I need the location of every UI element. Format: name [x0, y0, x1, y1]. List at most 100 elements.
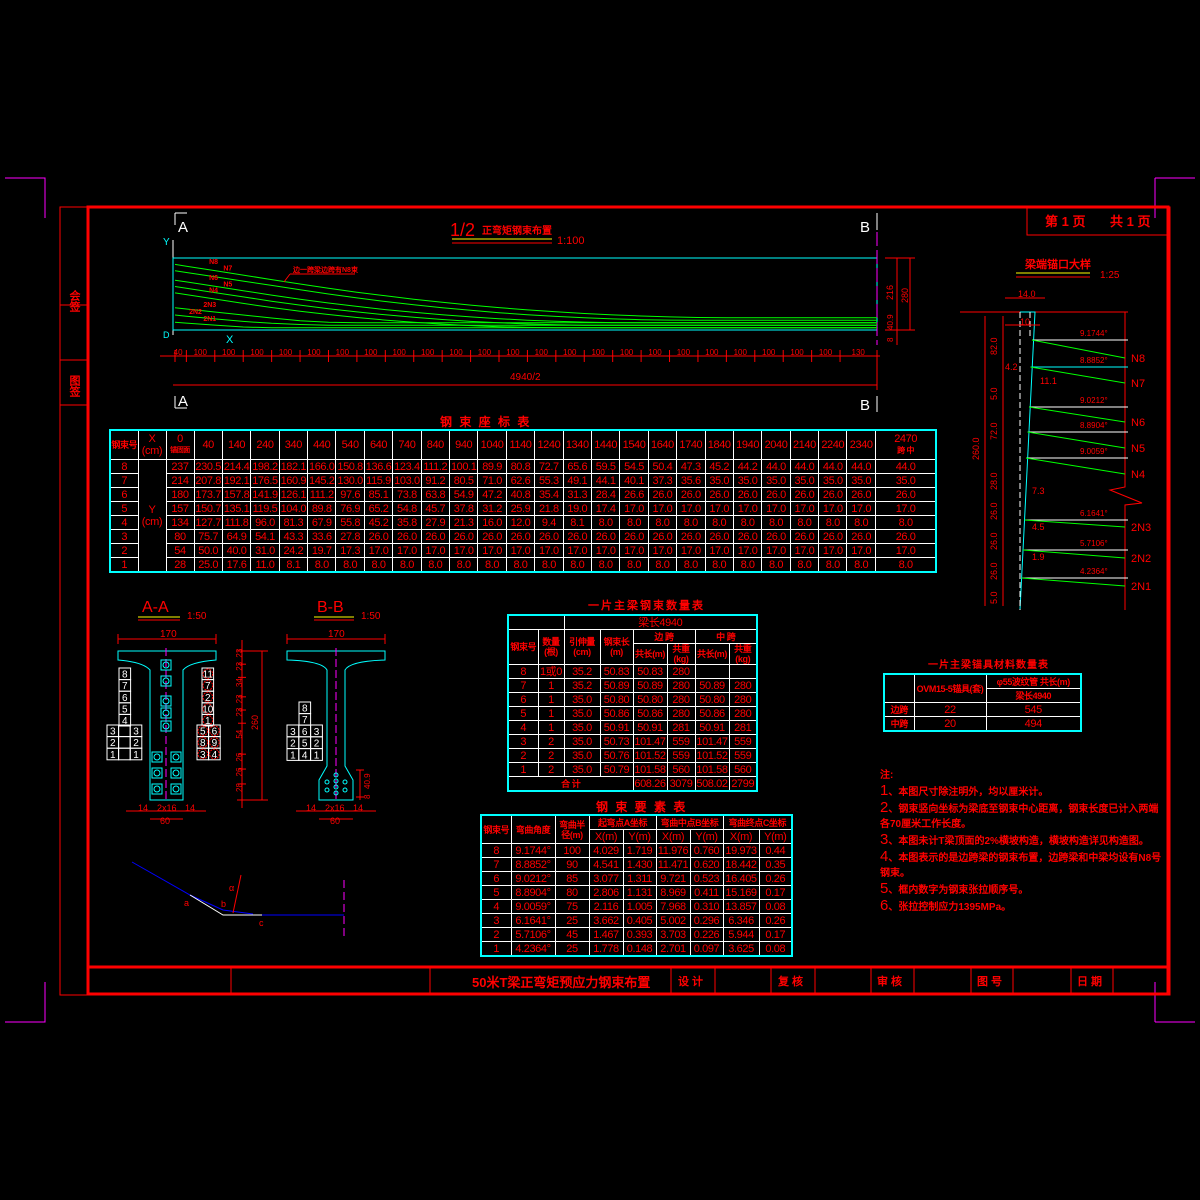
detail-tendon-angle: 9.1744°	[1080, 329, 1108, 338]
detail-tendon-label: N6	[1131, 417, 1145, 429]
duct-number: 4	[122, 716, 128, 727]
y-value: 182.1	[278, 459, 309, 474]
y-value: 55.3	[534, 473, 564, 488]
note-number: 6	[880, 897, 889, 914]
y-value: 17.0	[590, 543, 621, 558]
dim-spacing: 100	[705, 348, 719, 357]
element-cell: 6.346	[722, 913, 760, 928]
section-mark-a-top: A	[178, 219, 188, 236]
y-value: 130.0	[335, 473, 365, 488]
elevation-title-fraction: 1/2	[450, 220, 475, 240]
duct-cell	[118, 747, 131, 761]
y-value: 8.0	[761, 557, 791, 573]
y-value: 12.0	[505, 515, 536, 530]
y-value: 145.2	[307, 473, 337, 488]
y-value: 35.0	[732, 473, 763, 488]
strand	[162, 722, 170, 730]
y-value: 26.0	[789, 529, 820, 544]
y-value: 17.0	[363, 543, 394, 558]
header-sub: 共长(m)	[694, 643, 730, 665]
y-value: 44.0	[818, 459, 848, 474]
y-value: 173.7	[193, 487, 223, 502]
element-cell: 4.029	[588, 843, 624, 858]
elevation-title: 正弯矩钢束布置	[482, 224, 552, 237]
y-value: 89.9	[477, 459, 507, 474]
notes-heading: 注:	[880, 770, 894, 781]
element-cell: 3	[480, 913, 512, 928]
note-text: 、框内数字为钢束张拉顺序号。	[888, 885, 1029, 896]
detail-tendon-label: 2N1	[1131, 581, 1151, 593]
y-value: 8.0	[818, 515, 848, 530]
y-value: 17.0	[477, 543, 507, 558]
element-cell: 100	[554, 843, 590, 858]
duct-number: 6	[302, 727, 308, 738]
y-value: 26.0	[477, 529, 507, 544]
header-x-value: 1540	[619, 429, 649, 460]
strand	[172, 753, 180, 761]
aa-vertical-dim: 54	[235, 729, 244, 738]
note-text: 、本图表示的是边跨梁的钢束布置，边跨梁和中梁均设有N8号钢束。	[880, 853, 1162, 879]
element-cell: 0.620	[689, 857, 724, 872]
y-value: 44.0	[874, 459, 937, 474]
blank-cell	[883, 673, 915, 703]
aa-vertical-dim: 26	[235, 767, 244, 776]
label-date: 日 期	[1077, 974, 1102, 988]
element-cell: 0.226	[689, 927, 724, 942]
tendon-label: N7	[223, 265, 232, 272]
dim-spacing: 100	[734, 348, 748, 357]
detail-dim-d111: 11.1	[1040, 376, 1057, 386]
y-value: 126.1	[278, 487, 309, 502]
bb-dim-40-9: 40.9	[363, 773, 372, 789]
quantity-cell: 281	[666, 720, 696, 735]
y-value: 150.7	[193, 501, 223, 516]
quantity-cell: 35.0	[563, 734, 601, 749]
quantity-cell: 6	[507, 692, 539, 707]
y-value: 17.0	[704, 501, 734, 516]
header-x-value: 2140	[789, 429, 820, 460]
y-value: 44.2	[732, 459, 763, 474]
y-value: 8.0	[732, 515, 763, 530]
header-count: 数量(根)	[537, 629, 565, 665]
y-value: 35.0	[704, 473, 734, 488]
y-value: 100.1	[449, 459, 479, 474]
header-x-value: 1140	[505, 429, 536, 460]
y-value: 71.0	[477, 473, 507, 488]
quantity-cell: 280	[666, 664, 696, 679]
detail-tendon-line	[1022, 549, 1126, 559]
aa-vertical-dim: 23	[235, 707, 244, 716]
quantity-cell: 280	[728, 678, 758, 693]
callout-n8: 边一跨梁边跨有N8束	[292, 265, 359, 274]
element-cell: 6.1641°	[510, 913, 556, 928]
y-value: 8.0	[676, 557, 706, 573]
total-label: 合 计	[507, 776, 634, 792]
y-value: 214.4	[221, 459, 252, 474]
quantity-cell: 50.91	[694, 720, 730, 735]
section-aa-title: A-A	[142, 599, 169, 616]
header-tendon: 钢束号	[109, 429, 139, 460]
element-cell: 0.411	[689, 885, 724, 900]
anchor-count: 20	[913, 716, 987, 732]
element-cell: 0.17	[758, 885, 793, 900]
y-value: 8.0	[363, 557, 394, 573]
header-x-value: 540	[335, 429, 365, 460]
y-value: 26.0	[676, 529, 706, 544]
dim-spacing: 100	[620, 348, 634, 357]
element-cell: 85	[554, 871, 590, 886]
element-cell: 2.806	[588, 885, 624, 900]
note-number: 4	[880, 848, 889, 865]
duct-circle	[209, 737, 220, 748]
quantity-cell: 1	[537, 678, 565, 693]
quantity-cell: 50.79	[599, 762, 634, 777]
duct-number: 3	[133, 727, 139, 738]
note-number: 3	[880, 831, 889, 848]
detail-tendon-line	[1030, 366, 1126, 384]
quantity-cell: 35.0	[563, 720, 601, 735]
quantity-cell: 1	[537, 692, 565, 707]
quantity-cell: 1	[537, 706, 565, 721]
element-cell: 0.296	[689, 913, 724, 928]
